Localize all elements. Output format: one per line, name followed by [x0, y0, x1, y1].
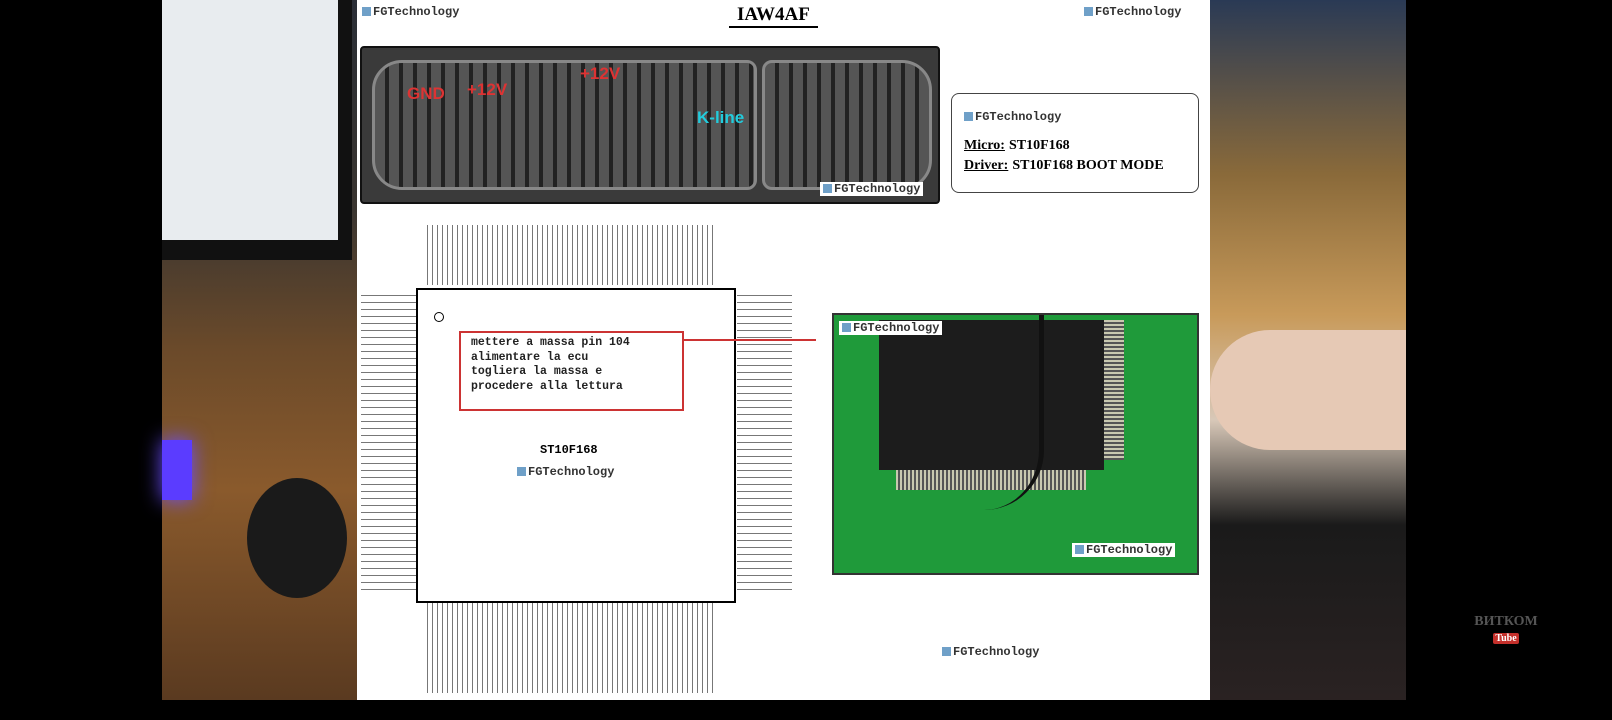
instruction-note: mettere a massa pin 104 alimentare la ec…: [459, 331, 684, 411]
chip-pins-bottom: [427, 603, 717, 693]
chip-name: ST10F168: [540, 443, 598, 457]
micro-label: Micro:: [964, 138, 1005, 153]
page-title: IAW4AF: [729, 4, 818, 28]
watermark: FGTechnology: [942, 645, 1039, 659]
watermark: FGTechnology: [517, 465, 614, 479]
wire: [974, 315, 1044, 510]
pointer-line: [684, 339, 816, 341]
driver-value: ST10F168 BOOT MODE: [1012, 158, 1164, 173]
note-line: procedere alla lettura: [471, 379, 623, 393]
chip-pins-right: [737, 295, 792, 595]
background-photo-left: [162, 0, 357, 700]
youtube-badge: Tube: [1493, 633, 1519, 644]
watermark: FGTechnology: [1084, 5, 1181, 19]
monitor: [162, 0, 352, 260]
note-line: mettere a massa pin 104: [471, 336, 630, 349]
hand: [1210, 330, 1406, 450]
watermark: FGTechnology: [1072, 543, 1176, 557]
pcb-photo: FGTechnology FGTechnology: [832, 313, 1199, 575]
connector-block-b: [762, 60, 932, 190]
channel-logo: ВИТКОМ Tube: [1466, 614, 1546, 664]
kline-label: K-line: [697, 108, 745, 127]
pin1-marker: [434, 312, 444, 322]
driver-label: Driver:: [964, 158, 1009, 173]
ic-pins: [1104, 320, 1124, 460]
note-line: togliera la massa e: [471, 365, 603, 378]
blue-light: [162, 440, 192, 500]
plus12v-label: +12V: [467, 80, 508, 99]
watermark: FGTechnology: [820, 182, 924, 196]
chip-pins-top: [427, 225, 717, 285]
watermark: FGTechnology: [964, 110, 1061, 124]
plus12v-label: +12V: [580, 64, 621, 83]
chip-pins-left: [361, 295, 416, 595]
micro-value: ST10F168: [1008, 138, 1070, 153]
ecu-connector-photo: GND +12V +12V K-line FGTechnology: [360, 46, 940, 204]
info-box: FGTechnology Micro:ST10F168 Driver:ST10F…: [951, 93, 1199, 193]
document-slide: FGTechnology IAW4AF FGTechnology GND +12…: [357, 0, 1210, 700]
watermark: FGTechnology: [839, 321, 943, 335]
computer-mouse: [247, 478, 347, 598]
connector-block-a: [372, 60, 757, 190]
note-line: alimentare la ecu: [471, 350, 589, 364]
gnd-label: GND: [407, 84, 445, 103]
watermark: FGTechnology: [362, 5, 459, 19]
background-photo-right: [1210, 0, 1406, 700]
channel-name: ВИТКОМ: [1474, 614, 1538, 629]
